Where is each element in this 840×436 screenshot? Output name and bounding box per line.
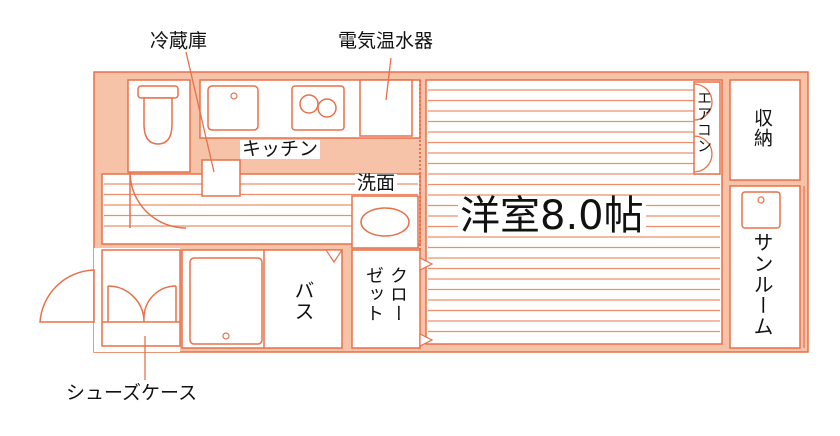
label-water-heater: 電気温水器 [338,30,434,52]
bathtub-drain [222,332,230,340]
closet-door-marker-lower [419,333,434,347]
label-aircon: エアコン [695,90,713,154]
fridge-leader [185,51,215,173]
label-shoe-case: シューズケース [66,382,198,404]
sunroom-sink [741,191,781,229]
water-heater-leader [385,57,392,101]
aircon-door-swing-upper [693,83,713,121]
room-outline [425,79,723,345]
bathtub [189,257,263,345]
shoe-case [101,249,181,347]
aircon-door-swing-lower [693,135,713,173]
label-closet-left: ゼット [363,266,384,323]
sink-drain [230,92,238,100]
toilet-bowl [143,97,173,145]
storage [729,79,801,181]
toilet-door-swing [129,171,187,229]
label-sunroom: サンルーム [750,232,774,337]
label-storage: 収納 [751,108,773,148]
label-bath: バス [291,280,315,322]
label-room: 洋室8.0帖 [458,193,646,239]
fridge [201,159,241,197]
entrance-door-swing [39,269,95,323]
label-kitchen: キッチン [240,138,321,160]
wash-basin [360,207,410,237]
water-heater [359,79,413,137]
label-closet-right: クロー [387,266,408,323]
burner-left [299,94,319,114]
aircon [693,81,721,175]
label-fridge: 冷蔵庫 [150,30,208,52]
bath-door-marker [324,249,344,264]
label-washroom: 洗面 [355,172,398,194]
closet-door-marker [419,257,434,271]
sunroom-sink-drain [757,196,765,204]
toilet-tank [137,85,179,99]
shoe-case-door-right [143,285,177,322]
burner-right [317,98,337,118]
sink [207,85,259,131]
closet [351,249,421,349]
